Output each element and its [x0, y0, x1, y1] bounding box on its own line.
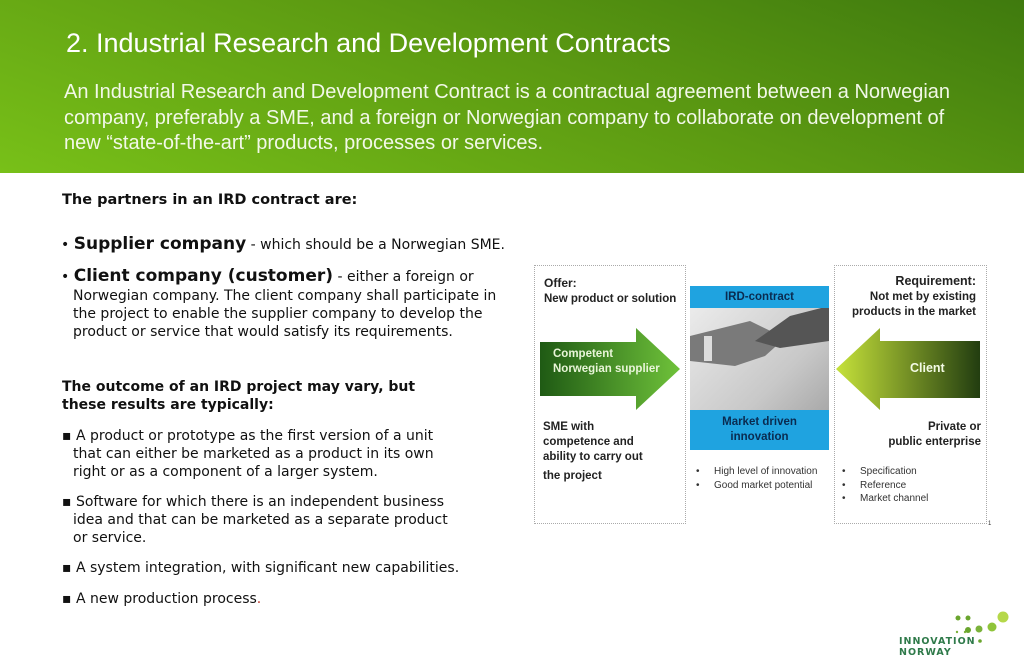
logo-text: NORWAY [899, 647, 952, 658]
logo-dots-icon [955, 611, 1009, 643]
arrow-label: Competent [553, 348, 614, 360]
logo-text: INNOVATION [899, 636, 976, 647]
sme-text: SME with [543, 421, 595, 433]
requirement-text: Not met by existing [869, 291, 976, 303]
outcome-heading: The outcome of an IRD project may vary, … [62, 379, 416, 395]
requirement-text: products in the market [852, 306, 976, 318]
desc: - which should be a Norwegian SME. [246, 237, 505, 253]
text-line: product or service that would satisfy it… [73, 324, 453, 340]
intro-text: An Industrial Research and Development C… [64, 81, 951, 154]
ird-contract-label: IRD-contract [690, 286, 829, 308]
outcome-item: ▪ A system integration, with significant… [62, 560, 460, 576]
arrow-label: Client [910, 361, 945, 375]
offer-label: Offer: [544, 276, 577, 290]
outcome-heading: these results are typically: [62, 397, 274, 413]
slide-title: 2. Industrial Research and Development C… [66, 28, 671, 58]
text-line: that can either be marketed as a product… [73, 446, 434, 462]
handshake-icon [690, 306, 829, 366]
desc: - either a foreign or [333, 269, 474, 285]
center-bullets: High level of innovationGood market pote… [696, 465, 817, 492]
supplier-arrow [540, 328, 680, 410]
text-line: right or as a component of a larger syst… [73, 464, 378, 480]
requirement-label: Requirement: [895, 274, 976, 288]
text-line: idea and that can be marketed as a separ… [73, 512, 448, 528]
sme-text: ability to carry out [543, 451, 643, 463]
arrow-label: Norwegian supplier [553, 363, 660, 375]
enterprise-text: public enterprise [888, 436, 981, 448]
partner-supplier: • Supplier company - which should be a N… [61, 234, 505, 254]
client-arrow [836, 328, 980, 410]
outcome-item: ▪ Software for which there is an indepen… [62, 494, 445, 510]
header-banner: 2. Industrial Research and Development C… [0, 0, 1024, 173]
partner-client: • Client company (customer) - either a f… [61, 266, 474, 286]
right-bullets: SpecificationReferenceMarket channel [842, 465, 928, 506]
partners-heading: The partners in an IRD contract are: [62, 192, 358, 208]
term: Client company (customer) [73, 266, 334, 286]
outcome-item: ▪ A new production process. [62, 591, 262, 607]
text-line: or service. [73, 530, 147, 546]
innovation-norway-logo: INNOVATION NORWAY [895, 608, 1015, 660]
text-line: the project to enable the supplier compa… [73, 306, 483, 322]
sme-text: competence and [543, 436, 634, 448]
enterprise-text: Private or [927, 421, 981, 433]
sme-text: the project [543, 470, 602, 482]
offer-text: New product or solution [544, 293, 677, 305]
text-line: Norwegian company. The client company sh… [73, 288, 497, 304]
outcome-item: ▪ A product or prototype as the first ve… [62, 428, 434, 444]
term: Supplier company [73, 234, 247, 254]
page-number: 1 [988, 521, 992, 527]
